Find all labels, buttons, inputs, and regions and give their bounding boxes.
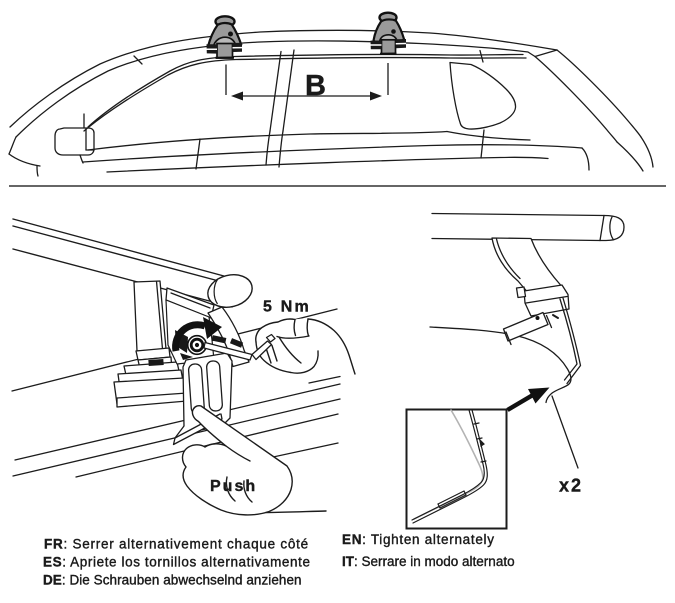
svg-text:B: B — [305, 70, 326, 102]
svg-text:5 Nm: 5 Nm — [263, 299, 311, 316]
svg-text:ES: Apriete los tornillos alte: ES: Apriete los tornillos alternativamen… — [43, 555, 311, 570]
svg-text:x2: x2 — [559, 476, 583, 496]
svg-text:DE: Die Schrauben abwechselnd: DE: Die Schrauben abwechselnd anziehen — [43, 573, 302, 588]
svg-text:EN: Tighten alternately: EN: Tighten alternately — [342, 532, 495, 547]
svg-text:Push: Push — [210, 478, 257, 495]
svg-text:FR: Serrer alternativement cha: FR: Serrer alternativement chaque côté — [44, 537, 309, 552]
svg-text:IT: Serrare in modo alternato: IT: Serrare in modo alternato — [342, 554, 515, 569]
